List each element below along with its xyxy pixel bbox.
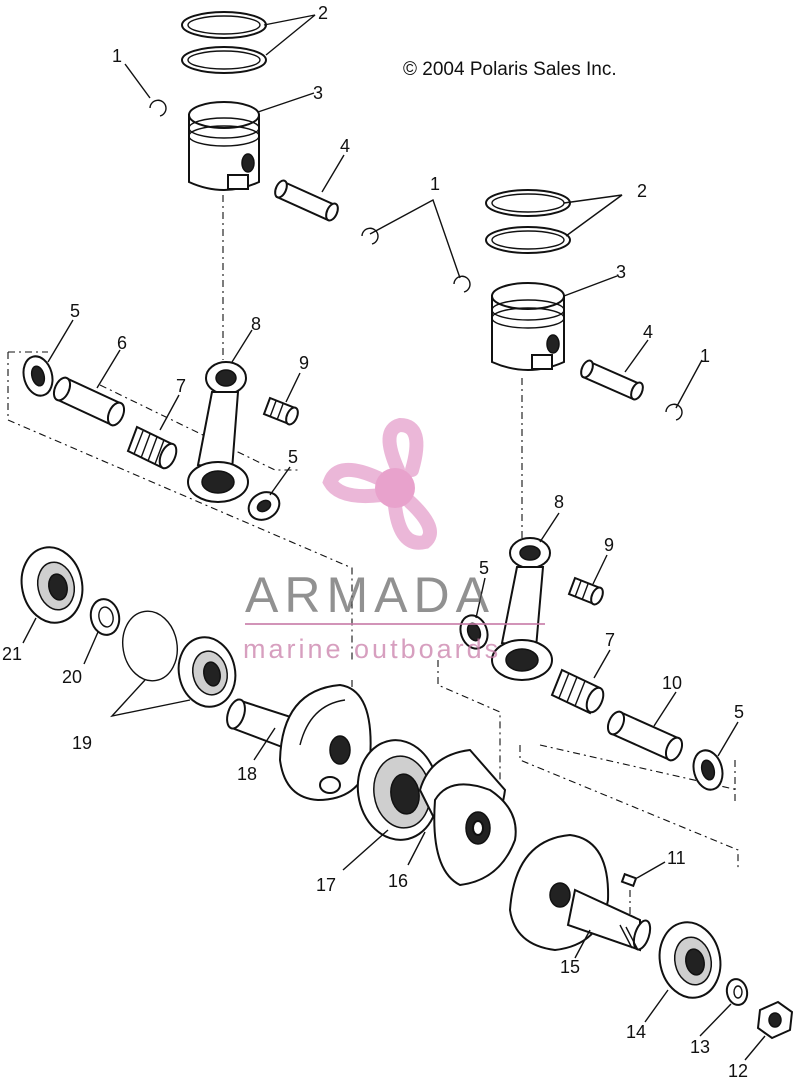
crankshaft-half-left-18[interactable] <box>224 683 372 802</box>
needle-bearing-right-small[interactable] <box>567 576 605 606</box>
callout-2-b: 2 <box>637 181 647 201</box>
main-bearing-right-14[interactable] <box>653 917 727 1004</box>
copyright-text: © 2004 Polaris Sales Inc. <box>403 59 617 80</box>
callout-5-b: 5 <box>288 447 298 467</box>
callout-4-b: 4 <box>643 322 653 342</box>
piston-ring-lower-left[interactable] <box>181 46 267 74</box>
needle-bearing-left-small[interactable] <box>262 396 300 426</box>
snap-ring-19[interactable] <box>117 607 182 685</box>
callout-21: 21 <box>2 644 22 664</box>
nut-12[interactable] <box>756 1000 793 1040</box>
watermark-tagline: marine outboards <box>243 634 501 664</box>
callout-3-a: 3 <box>313 83 323 103</box>
callout-10: 10 <box>662 673 682 693</box>
thrust-washer-right-outer[interactable] <box>689 747 726 793</box>
main-bearing-outer-left[interactable] <box>15 542 89 629</box>
propeller-logo-icon <box>322 417 437 550</box>
needle-bearing-right-large[interactable] <box>550 668 607 715</box>
callout-9-a: 9 <box>299 353 309 373</box>
callout-8-b: 8 <box>554 492 564 512</box>
main-bearing-left-19[interactable] <box>172 632 241 712</box>
callout-15: 15 <box>560 957 580 977</box>
callout-20: 20 <box>62 667 82 687</box>
callout-3-b: 3 <box>616 262 626 282</box>
piston-right[interactable] <box>491 282 565 371</box>
crank-pin-left[interactable] <box>51 375 128 428</box>
needle-bearing-left-large[interactable] <box>126 425 180 471</box>
callout-8-a: 8 <box>251 314 261 334</box>
callout-7-a: 7 <box>176 376 186 396</box>
watermark: ARMADA marine outboards <box>243 417 545 664</box>
thrust-washer-left-outer[interactable] <box>19 353 56 399</box>
callout-7-b: 7 <box>605 630 615 650</box>
connecting-rod-left[interactable] <box>187 361 249 503</box>
wrist-pin-left[interactable] <box>273 179 340 223</box>
retaining-clip-left-inner[interactable] <box>361 227 379 245</box>
callout-2-a: 2 <box>318 3 328 23</box>
callout-11: 11 <box>667 848 686 868</box>
callout-12: 12 <box>728 1061 748 1080</box>
crankshaft-half-right-15[interactable] <box>508 833 653 952</box>
watermark-brand: ARMADA <box>245 567 495 623</box>
piston-ring-upper-left[interactable] <box>181 11 267 39</box>
callout-1-b: 1 <box>430 174 440 194</box>
callout-4-a: 4 <box>340 136 350 156</box>
callout-17: 17 <box>316 875 336 895</box>
woodruff-key-11[interactable] <box>620 872 638 888</box>
retaining-clip-right-inner[interactable] <box>665 403 683 421</box>
washer-13[interactable] <box>725 977 750 1007</box>
callout-6: 6 <box>117 333 127 353</box>
washer-20[interactable] <box>88 596 123 637</box>
retaining-clip-left-outer[interactable] <box>149 99 167 117</box>
callout-labels: 1 2 3 4 1 2 3 4 1 5 6 7 8 9 5 8 9 5 7 10… <box>2 3 748 1080</box>
crankshaft-center-16[interactable] <box>418 748 517 887</box>
connecting-rod-right[interactable] <box>491 537 553 681</box>
callout-5-c: 5 <box>479 558 489 578</box>
callout-16: 16 <box>388 871 408 891</box>
wrist-pin-right[interactable] <box>579 359 645 402</box>
callout-13: 13 <box>690 1037 710 1057</box>
callout-1-c: 1 <box>700 346 710 366</box>
piston-ring-upper-right[interactable] <box>485 189 571 217</box>
callout-5-d: 5 <box>734 702 744 722</box>
piston-ring-lower-right[interactable] <box>485 226 571 254</box>
callout-19: 19 <box>72 733 92 753</box>
callout-18: 18 <box>237 764 257 784</box>
callout-9-b: 9 <box>604 535 614 555</box>
callout-5-a: 5 <box>70 301 80 321</box>
piston-left[interactable] <box>188 101 260 191</box>
seal-17[interactable] <box>351 735 444 845</box>
callout-leaders <box>22 14 766 1061</box>
callout-1-a: 1 <box>112 46 122 66</box>
retaining-clip-right-outer[interactable] <box>453 275 471 293</box>
callout-14: 14 <box>626 1022 646 1042</box>
thrust-washer-left-inner[interactable] <box>244 487 285 526</box>
crank-pin-right[interactable] <box>605 709 686 763</box>
